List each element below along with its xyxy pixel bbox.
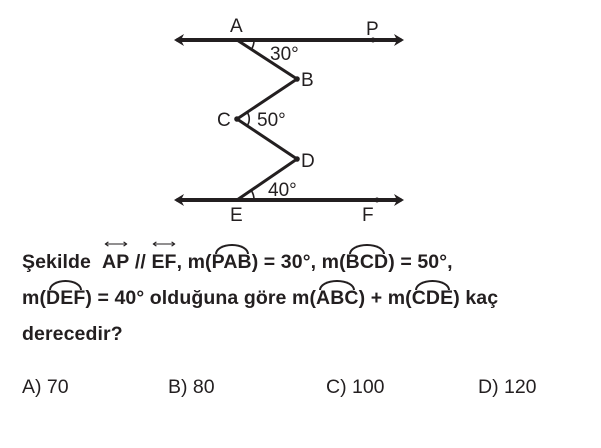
- text: Şekilde: [22, 251, 91, 273]
- label-e: E: [230, 205, 243, 226]
- option-b[interactable]: B) 80: [168, 376, 215, 398]
- angle-cde: CDE: [411, 280, 454, 309]
- label-d: D: [301, 151, 315, 172]
- arrowhead-left-bottom: [174, 194, 184, 206]
- parallel-symbol: //: [134, 251, 146, 273]
- text: , m(: [176, 251, 212, 273]
- label-a: A: [230, 16, 243, 37]
- angle-pab: PAB: [211, 244, 252, 273]
- label-c: C: [217, 110, 231, 131]
- angle-arc-pab: [250, 39, 255, 51]
- label-f: F: [362, 205, 374, 226]
- question-line-3: derecedir?: [22, 323, 123, 345]
- option-d[interactable]: D) 120: [478, 376, 537, 398]
- angle-abc: ABC: [316, 280, 359, 309]
- geometry-figure: A P B C D E F 30° 50° 40°: [174, 16, 404, 226]
- arrowhead-left-top: [174, 34, 184, 46]
- text: ) = 50°,: [388, 251, 453, 273]
- label-p: P: [366, 19, 379, 40]
- question-line-2: m(DEF) = 40° olduğuna göre m(ABC) + m(CD…: [22, 280, 499, 310]
- text: ) = 30°, m(: [251, 251, 346, 273]
- option-c[interactable]: C) 100: [326, 376, 385, 398]
- angle-label-bcd: 50°: [257, 110, 286, 131]
- angle-arc-bcd: [246, 111, 251, 127]
- ray-ap: AP: [102, 251, 129, 274]
- arrowhead-right-bottom: [394, 194, 404, 206]
- option-a[interactable]: A) 70: [22, 376, 69, 398]
- question-line-1: Şekilde AP // EF, m(PAB) = 30°, m(BCD) =…: [22, 244, 453, 274]
- text: ) kaç: [453, 287, 499, 309]
- ray-ef: EF: [151, 251, 176, 274]
- angle-def: DEF: [46, 280, 86, 309]
- text: m(: [22, 287, 47, 309]
- label-b: B: [301, 70, 314, 91]
- angle-arc-def: [250, 189, 255, 201]
- text: ) = 40° olduğuna göre m(: [85, 287, 317, 309]
- angle-label-def: 40°: [268, 180, 297, 201]
- angle-label-pab: 30°: [270, 44, 299, 65]
- arrowhead-right-top: [394, 34, 404, 46]
- angle-bcd: BCD: [345, 244, 389, 273]
- text: ) + m(: [358, 287, 412, 309]
